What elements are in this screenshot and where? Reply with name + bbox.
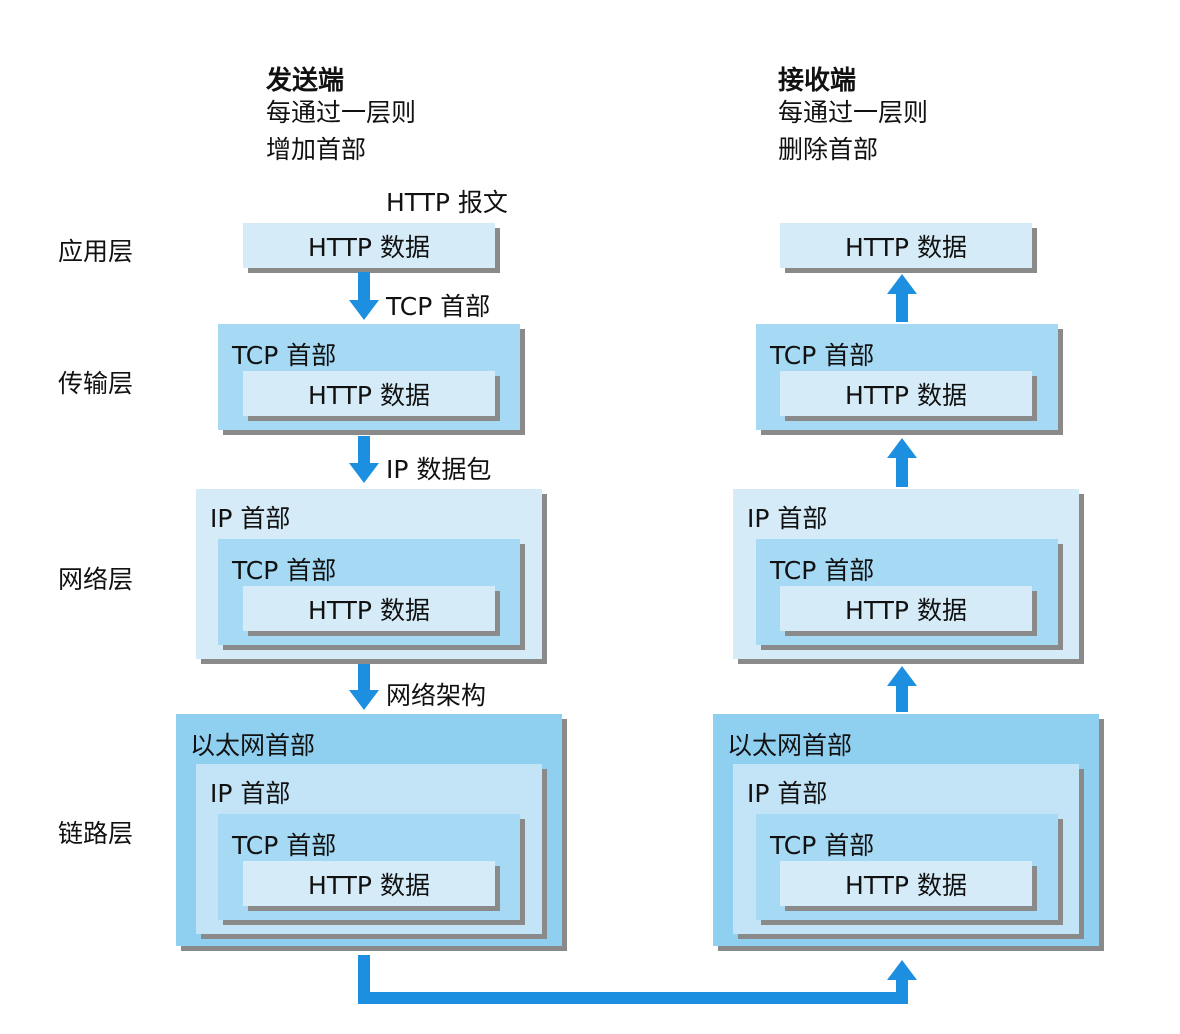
arrow-label-ip-packet: IP 数据包	[386, 455, 492, 484]
sender-app-http-data: HTTP 数据	[243, 223, 495, 268]
receiver-link-tcp-header: TCP 首部	[770, 831, 875, 860]
receiver-link-ip-packet: IP 首部 TCP 首部 HTTP 数据	[733, 764, 1079, 934]
sender-link-frame: 以太网首部 IP 首部 TCP 首部 HTTP 数据	[176, 714, 562, 946]
sender-network-ip-header: IP 首部	[210, 504, 291, 533]
receiver-desc-line2: 删除首部	[778, 135, 879, 164]
sender-description: 每通过一层则 增加首部	[266, 94, 416, 168]
layer-transport-label: 传输层	[58, 369, 134, 398]
sender-network-tcp-segment: TCP 首部 HTTP 数据	[218, 539, 520, 645]
sender-link-ip-packet: IP 首部 TCP 首部 HTTP 数据	[196, 764, 542, 934]
physical-link-connector	[358, 955, 917, 1004]
sender-link-http-data: HTTP 数据	[243, 861, 495, 906]
sender-transport-tcp-header: TCP 首部	[232, 341, 337, 370]
receiver-network-tcp-segment: TCP 首部 HTTP 数据	[756, 539, 1058, 645]
receiver-link-ip-header: IP 首部	[747, 779, 828, 808]
up-arrow-transport-to-app	[887, 274, 917, 322]
receiver-network-tcp-header: TCP 首部	[770, 556, 875, 585]
receiver-link-tcp-segment: TCP 首部 HTTP 数据	[756, 814, 1058, 920]
receiver-transport-tcp-header: TCP 首部	[770, 341, 875, 370]
http-message-label: HTTP 报文	[386, 188, 508, 217]
receiver-app-http-data: HTTP 数据	[780, 223, 1032, 268]
sender-desc-line1: 每通过一层则	[266, 98, 417, 127]
sender-link-ip-header: IP 首部	[210, 779, 291, 808]
receiver-title: 接收端	[778, 66, 857, 96]
layer-application-label: 应用层	[58, 237, 134, 266]
sender-transport-segment: TCP 首部 HTTP 数据	[218, 324, 520, 430]
down-arrow-app-to-transport	[349, 272, 379, 320]
receiver-network-packet: IP 首部 TCP 首部 HTTP 数据	[733, 489, 1079, 659]
down-arrow-transport-to-network	[349, 436, 379, 483]
receiver-link-ethernet-header: 以太网首部	[727, 731, 853, 760]
receiver-transport-http-data: HTTP 数据	[780, 371, 1032, 416]
sender-transport-http-data: HTTP 数据	[243, 371, 495, 416]
sender-link-ethernet-header: 以太网首部	[190, 731, 316, 760]
arrow-label-tcp-header: TCP 首部	[386, 292, 491, 321]
layer-link-label: 链路层	[58, 819, 134, 848]
receiver-desc-line1: 每通过一层则	[778, 98, 929, 127]
sender-network-tcp-header: TCP 首部	[232, 556, 337, 585]
receiver-network-http-data: HTTP 数据	[780, 586, 1032, 631]
receiver-transport-segment: TCP 首部 HTTP 数据	[756, 324, 1058, 430]
receiver-network-ip-header: IP 首部	[747, 504, 828, 533]
sender-link-tcp-header: TCP 首部	[232, 831, 337, 860]
up-arrow-link-to-network	[887, 666, 917, 712]
sender-network-http-data: HTTP 数据	[243, 586, 495, 631]
receiver-link-http-data: HTTP 数据	[780, 861, 1032, 906]
receiver-link-frame: 以太网首部 IP 首部 TCP 首部 HTTP 数据	[713, 714, 1099, 946]
sender-network-packet: IP 首部 TCP 首部 HTTP 数据	[196, 489, 542, 659]
layer-network-label: 网络层	[58, 565, 134, 594]
sender-title: 发送端	[266, 66, 345, 96]
sender-desc-line2: 增加首部	[266, 135, 367, 164]
sender-link-tcp-segment: TCP 首部 HTTP 数据	[218, 814, 520, 920]
down-arrow-network-to-link	[349, 664, 379, 710]
arrow-label-network-architecture: 网络架构	[386, 681, 487, 710]
receiver-description: 每通过一层则 删除首部	[778, 94, 928, 168]
up-arrow-network-to-transport	[887, 438, 917, 487]
